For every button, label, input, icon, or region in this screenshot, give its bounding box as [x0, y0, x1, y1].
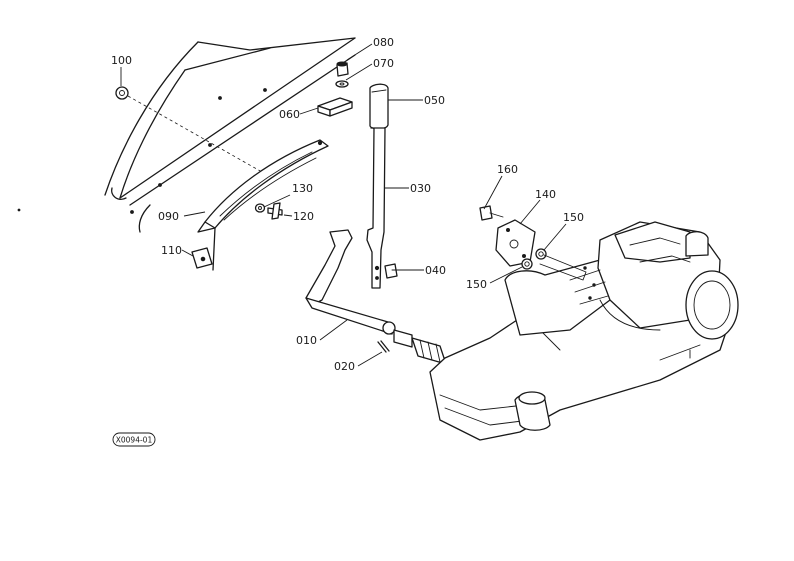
cover-plate-140 [495, 219, 536, 267]
label-part-070: 070 [373, 57, 394, 70]
lever-030 [366, 127, 386, 289]
label-part-050: 050 [424, 94, 445, 107]
label-part-150-upper: 150 [563, 211, 584, 224]
block-060 [317, 97, 353, 117]
fender-panel [17, 37, 356, 233]
leader-lines [120, 43, 567, 367]
label-part-060: 060 [279, 108, 300, 121]
engine-housing [411, 221, 739, 441]
washer-070 [335, 80, 349, 88]
bolt-040 [384, 263, 405, 279]
shaft-150 [539, 254, 587, 281]
o-ring-150-lower [521, 258, 533, 270]
bolt-160 [479, 205, 504, 221]
grip-050 [369, 83, 389, 130]
shaft-010 [305, 229, 413, 348]
label-part-090: 090 [158, 210, 179, 223]
label-part-020: 020 [334, 360, 355, 373]
label-part-030: 030 [410, 182, 431, 195]
label-part-100: 100 [111, 54, 132, 67]
part-labels: 100 080 070 060 050 030 130 120 090 110 … [111, 36, 584, 373]
pin-020 [377, 340, 390, 353]
label-part-150-lower: 150 [466, 278, 487, 291]
washer-130 [254, 203, 266, 213]
wing-bolt-120 [267, 202, 283, 220]
label-part-140: 140 [535, 188, 556, 201]
alignment-line [127, 95, 263, 173]
reference-code-badge: X0094-01 [112, 432, 156, 447]
label-part-120: 120 [293, 210, 314, 223]
label-part-160: 160 [497, 163, 518, 176]
label-part-110: 110 [161, 244, 182, 257]
knob-080 [336, 61, 349, 77]
reference-code-text: X0094-01 [116, 436, 153, 445]
label-part-040: 040 [425, 264, 446, 277]
label-part-080: 080 [373, 36, 394, 49]
label-part-010: 010 [296, 334, 317, 347]
clip-110 [191, 247, 213, 269]
o-ring-150-upper [535, 248, 547, 260]
guide-plate-090 [197, 139, 329, 271]
label-part-130: 130 [292, 182, 313, 195]
nut-100 [115, 86, 129, 100]
